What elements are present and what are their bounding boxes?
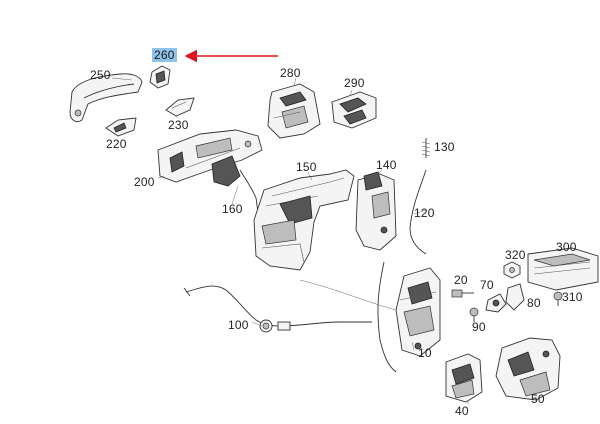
callout-80[interactable]: 80 <box>527 296 541 310</box>
callout-320[interactable]: 320 <box>505 248 526 262</box>
callout-100[interactable]: 100 <box>228 318 249 332</box>
part-100-cable <box>183 285 372 333</box>
part-20-screw <box>451 289 474 298</box>
callout-120[interactable]: 120 <box>414 206 435 220</box>
callout-280[interactable]: 280 <box>280 66 301 80</box>
part-90-screw <box>469 307 479 322</box>
callout-230[interactable]: 230 <box>168 118 189 132</box>
part-280-bracket <box>267 83 321 139</box>
part-120-long-rod <box>409 169 427 255</box>
callout-150[interactable]: 150 <box>296 160 317 174</box>
callout-160[interactable]: 160 <box>222 202 243 216</box>
part-80-bracket <box>505 283 525 311</box>
callout-130[interactable]: 130 <box>434 140 455 154</box>
callout-290[interactable]: 290 <box>344 76 365 90</box>
part-40-lock-module <box>445 353 483 403</box>
part-150-door-panel <box>253 169 355 271</box>
callout-10[interactable]: 10 <box>418 346 432 360</box>
part-140-latch-bracket <box>355 171 397 251</box>
callout-220[interactable]: 220 <box>106 137 127 151</box>
callout-20[interactable]: 20 <box>454 273 468 287</box>
callout-250[interactable]: 250 <box>90 68 111 82</box>
callout-300[interactable]: 300 <box>556 240 577 254</box>
callout-90[interactable]: 90 <box>472 320 486 334</box>
leader-lines <box>111 77 537 404</box>
part-250-door-handle <box>69 73 143 123</box>
callout-50[interactable]: 50 <box>531 392 545 406</box>
part-260-handle-cap <box>149 65 171 89</box>
part-cable-vertical <box>377 261 397 373</box>
callout-260[interactable]: 260 <box>152 48 177 62</box>
callout-200[interactable]: 200 <box>134 175 155 189</box>
part-50-latch <box>495 337 561 401</box>
callout-40[interactable]: 40 <box>455 404 469 418</box>
callout-70[interactable]: 70 <box>480 278 494 292</box>
part-310-screw <box>553 291 563 306</box>
callout-140[interactable]: 140 <box>376 158 397 172</box>
part-220-cover <box>105 117 137 137</box>
part-10-door-lock <box>395 267 441 357</box>
part-290-actuator <box>331 91 377 129</box>
part-300-control-unit <box>527 247 599 291</box>
part-70-bolt <box>485 293 507 313</box>
part-230-plate <box>165 97 195 117</box>
part-200-handle-carrier <box>157 129 263 187</box>
part-130-pin <box>421 138 431 158</box>
part-320-nut <box>503 261 521 279</box>
callout-310[interactable]: 310 <box>562 290 583 304</box>
